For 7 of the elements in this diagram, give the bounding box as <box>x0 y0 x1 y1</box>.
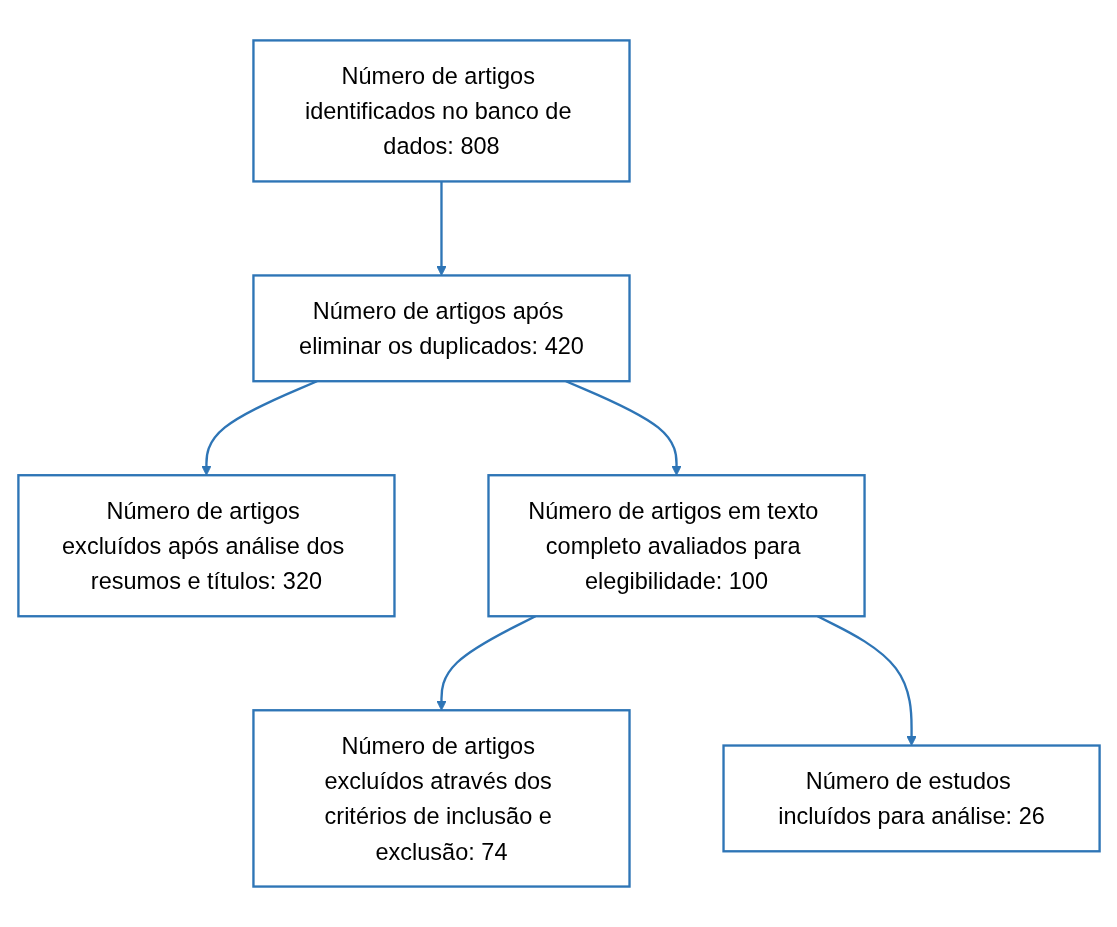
arrow <box>435 181 447 276</box>
node-box: Número de estudos incluídos para análise: 26 <box>721 744 1101 853</box>
node-box: Número de artigos identificados no banco de dados: 808 <box>251 39 631 183</box>
node-box: Número de artigos excluídos após análise dos resumos e títulos: 320 <box>16 474 396 618</box>
node-box: Número de artigos excluídos através dos critérios de inclusão e exclusão: 74 <box>251 709 631 888</box>
node-box: Número de artigos em texto completo avaliados para elegibilidade: 100 <box>486 474 866 618</box>
node-box: Número de artigos após eliminar os duplicados: 420 <box>251 274 631 383</box>
